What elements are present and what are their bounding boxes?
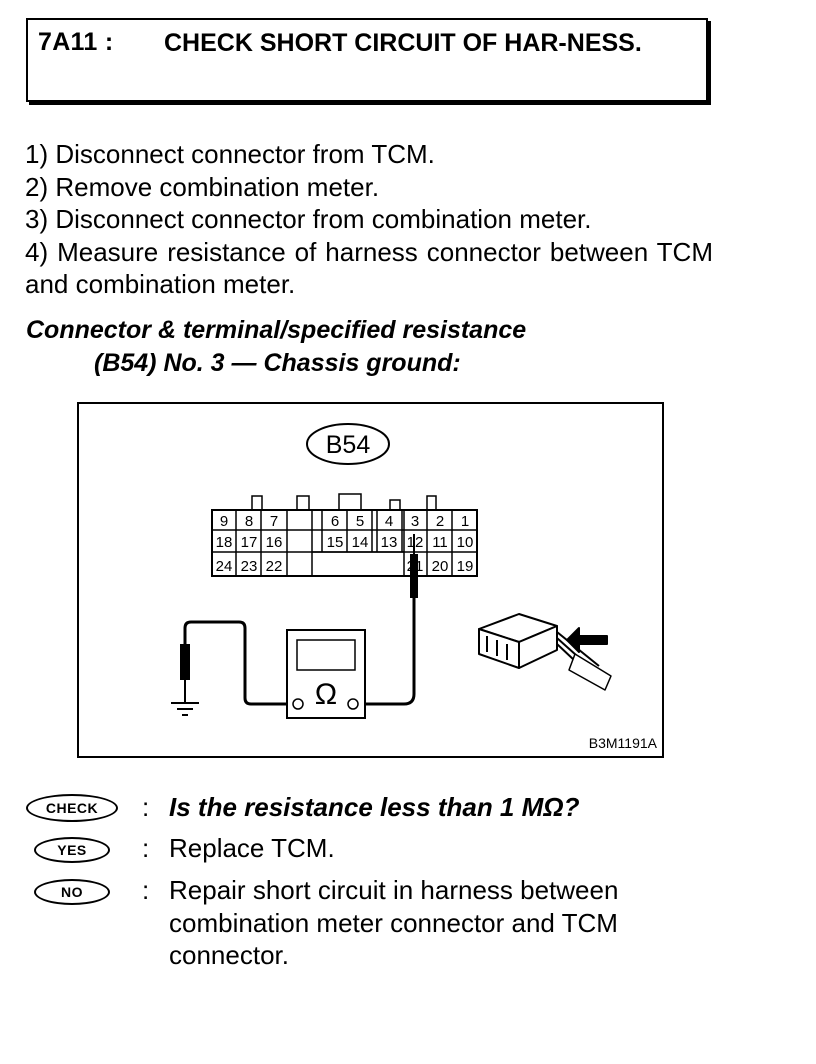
terminal-4: 4 — [385, 513, 393, 530]
check-question: Is the resistance less than 1 MΩ? — [169, 792, 580, 822]
terminal-22: 22 — [266, 558, 283, 575]
terminal-10: 10 — [457, 534, 474, 551]
step-3: 3) Disconnect connector from combination… — [25, 204, 592, 234]
connector-label: B54 — [326, 431, 371, 459]
no-badge: NO — [34, 879, 110, 905]
yes-separator: : — [142, 833, 150, 863]
terminal-7: 7 — [270, 513, 278, 530]
probe-lead — [361, 598, 416, 706]
terminal-9: 9 — [220, 513, 228, 530]
check-separator: : — [142, 792, 150, 822]
connector-b54 — [211, 493, 478, 577]
terminal-18: 18 — [216, 534, 233, 551]
qa-yes-row: YES : Replace TCM. — [26, 832, 726, 868]
qa-no-row: NO : Repair short circuit in harness bet… — [26, 874, 726, 974]
terminal-labels: 987654321181716151413121110242322212019 — [216, 513, 474, 575]
terminal-17: 17 — [241, 534, 258, 551]
yes-badge: YES — [34, 837, 110, 863]
yes-answer: Replace TCM. — [169, 833, 335, 863]
ohmmeter — [286, 629, 366, 719]
terminal-8: 8 — [245, 513, 253, 530]
qa-check-row: CHECK : Is the resistance less than 1 MΩ… — [26, 791, 726, 827]
ground-lead — [183, 620, 287, 706]
procedure-steps: 1) Disconnect connector from TCM. 2) Rem… — [25, 138, 713, 301]
check-badge: CHECK — [26, 794, 118, 822]
ohm-symbol: Ω — [315, 678, 337, 711]
step-code: 7A11 : — [38, 28, 114, 56]
connector-label-ellipse — [306, 423, 390, 465]
step-header-box: 7A11 : CHECK SHORT CIRCUIT OF HAR-NESS. — [26, 18, 708, 102]
ground-probe — [180, 644, 190, 680]
terminal-23: 23 — [241, 558, 258, 575]
terminal-6: 6 — [331, 513, 339, 530]
spec-line-1: Connector & terminal/specified resistanc… — [26, 316, 527, 344]
step-title: CHECK SHORT CIRCUIT OF HAR-NESS. — [164, 29, 642, 57]
spec-line-2: (B54) No. 3 — Chassis ground: — [94, 349, 461, 377]
terminal-13: 13 — [381, 534, 398, 551]
ground-symbol-icon — [171, 702, 199, 716]
terminal-14: 14 — [352, 534, 369, 551]
terminal-3: 3 — [411, 513, 419, 530]
step-2: 2) Remove combination meter. — [25, 171, 380, 202]
terminal-11: 11 — [432, 534, 448, 551]
no-answer: Repair short circuit in harness between … — [169, 875, 619, 970]
step-1: 1) Disconnect connector from TCM. — [25, 139, 435, 169]
terminal-24: 24 — [216, 558, 233, 575]
terminal-19: 19 — [457, 558, 474, 575]
spec-heading: Connector & terminal/specified resistanc… — [26, 314, 716, 380]
terminal-5: 5 — [356, 513, 364, 530]
terminal-15: 15 — [327, 534, 344, 551]
terminal-1: 1 — [461, 513, 469, 530]
figure-id: B3M1191A — [589, 735, 658, 751]
terminal-20: 20 — [432, 558, 449, 575]
step-4: 4) Measure resistance of harness connect… — [25, 236, 713, 300]
terminal-2: 2 — [436, 513, 444, 530]
connector-view-icon — [478, 613, 612, 691]
test-probe — [410, 534, 418, 598]
terminal-16: 16 — [266, 534, 283, 551]
no-separator: : — [142, 875, 150, 905]
